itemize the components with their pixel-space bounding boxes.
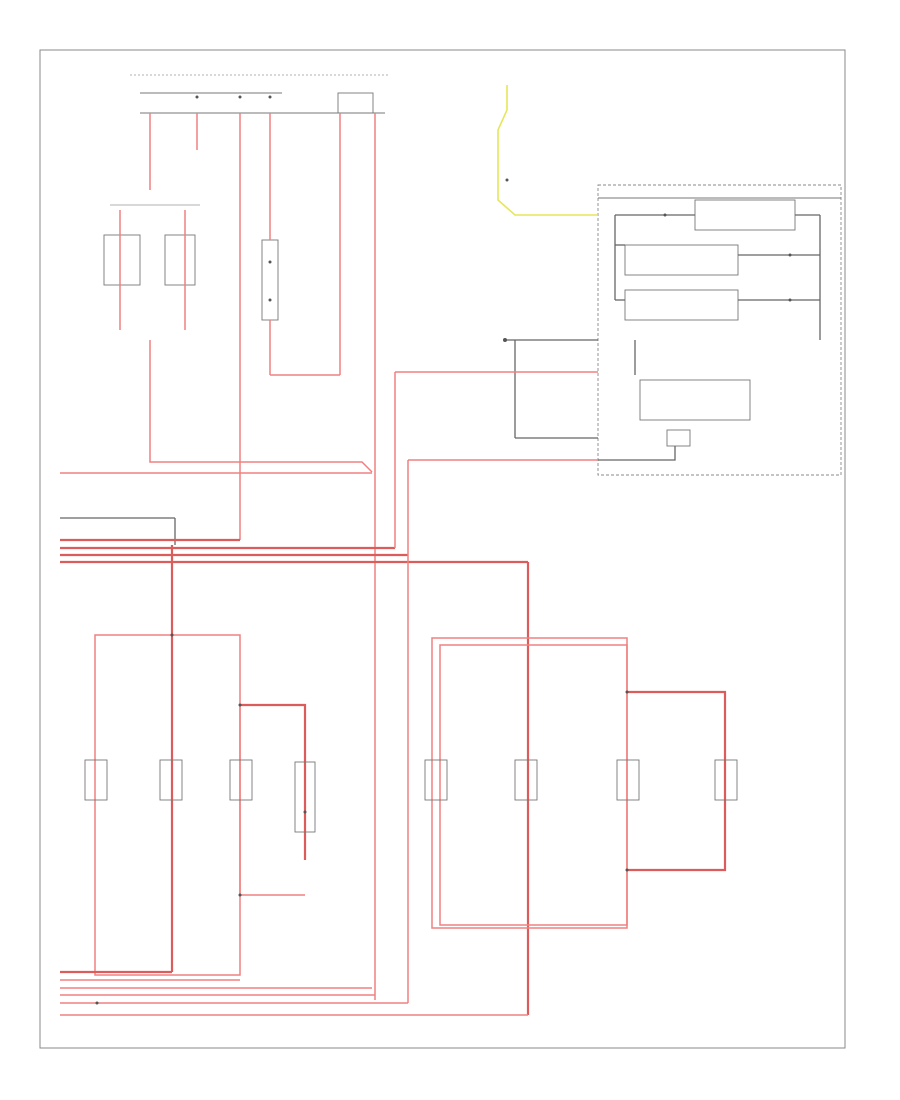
bottom-left-group <box>84 545 316 976</box>
diagram-frame <box>39 49 846 1049</box>
top-right-module <box>597 184 842 476</box>
top-bus <box>130 74 390 114</box>
bottom-right-group <box>424 637 738 929</box>
wires-top-left <box>119 113 376 1000</box>
top-left-components <box>103 204 279 321</box>
wire-yellow <box>497 85 598 216</box>
mid-buses <box>60 372 530 1015</box>
wires-gray-right <box>395 338 676 461</box>
bottom-buses <box>60 970 528 1016</box>
